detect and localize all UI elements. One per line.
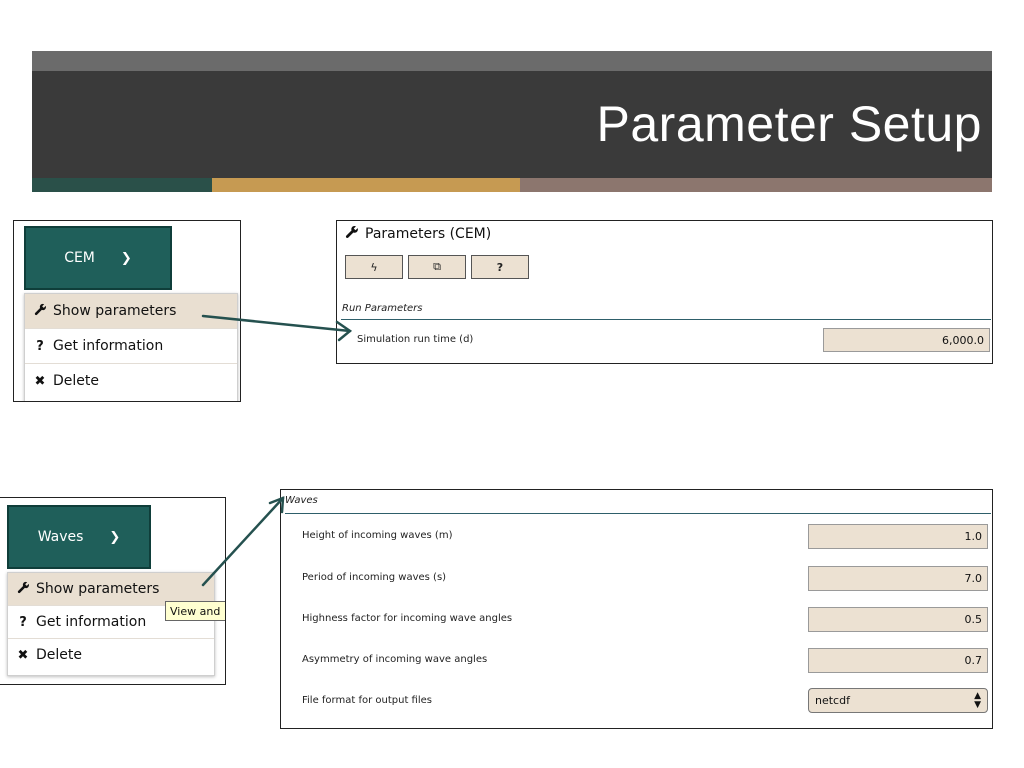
help-button[interactable]: ? [471, 255, 529, 279]
param-input-simulation-run-time[interactable]: 6,000.0 [823, 328, 990, 352]
arrowhead [335, 320, 353, 342]
section-label-waves: Waves [285, 495, 318, 506]
menu-item-get-information[interactable]: ? Get information [8, 606, 214, 639]
menu-item-get-information[interactable]: ? Get information [25, 329, 237, 364]
slide-title: Parameter Setup [596, 96, 982, 152]
open-external-button[interactable]: ⧉ [408, 255, 466, 279]
file-format-select[interactable]: netcdf ▲▼ [808, 688, 988, 713]
run-button[interactable]: ϟ [345, 255, 403, 279]
header-top-band [32, 51, 992, 71]
menu-item-delete[interactable]: ✖ Delete [8, 639, 214, 671]
external-link-icon: ⧉ [433, 260, 441, 273]
menu-item-label: Get information [53, 338, 164, 354]
wrench-icon [33, 303, 47, 320]
menu-item-label: Delete [53, 373, 99, 389]
param-input-highness-factor[interactable]: 0.5 [808, 607, 988, 632]
section-divider [341, 319, 991, 320]
panel-header: Parameters (CEM) [345, 225, 491, 243]
component-button-label: CEM [64, 250, 95, 266]
arrow-to-cem-panel [201, 314, 352, 333]
tooltip: View and [165, 601, 225, 621]
param-label-highness-factor: Highness factor for incoming wave angles [302, 613, 513, 624]
select-arrows-icon: ▲▼ [974, 690, 981, 710]
menu-item-label: Get information [36, 614, 147, 630]
accent-stripe-teal [32, 178, 212, 192]
cem-component-button[interactable]: CEM ❯ [24, 226, 172, 290]
waves-component-button[interactable]: Waves ❯ [7, 505, 151, 569]
wrench-icon [345, 225, 359, 243]
chevron-down-icon: ❯ [120, 250, 132, 266]
wrench-icon [16, 581, 30, 598]
param-input-asymmetry[interactable]: 0.7 [808, 648, 988, 673]
component-button-label: Waves [37, 529, 84, 545]
question-icon: ? [36, 338, 44, 354]
param-label-simulation-run-time: Simulation run time (d) [357, 334, 474, 345]
question-icon: ? [496, 260, 504, 274]
arrow-to-waves-panel [201, 496, 285, 587]
menu-item-show-parameters[interactable]: Show parameters [8, 573, 214, 606]
param-label-asymmetry: Asymmetry of incoming wave angles [302, 654, 488, 665]
param-label-wave-period: Period of incoming waves (s) [302, 572, 447, 583]
arrowhead [268, 496, 285, 514]
waves-dropdown-menu: Show parameters ? Get information ✖ Dele… [7, 572, 215, 676]
menu-item-label: Show parameters [36, 581, 160, 597]
accent-stripe-gold [212, 178, 520, 192]
panel-title: Parameters (CEM) [365, 226, 492, 242]
lightning-icon: ϟ [370, 260, 378, 274]
cem-dropdown-menu: Show parameters ? Get information ✖ Dele… [24, 293, 238, 401]
param-input-wave-period[interactable]: 7.0 [808, 566, 988, 591]
menu-item-label: Delete [36, 647, 82, 663]
close-icon: ✖ [34, 373, 46, 389]
menu-item-delete[interactable]: ✖ Delete [25, 364, 237, 398]
close-icon: ✖ [17, 647, 29, 663]
menu-item-show-parameters[interactable]: Show parameters [25, 294, 237, 329]
cem-parameters-panel: Parameters (CEM) ϟ ⧉ ? Run Parameters Si… [336, 220, 993, 364]
param-label-file-format: File format for output files [302, 695, 432, 706]
section-label-run-parameters: Run Parameters [342, 303, 423, 314]
question-icon: ? [19, 614, 27, 630]
waves-parameters-panel: Waves Height of incoming waves (m) 1.0 P… [280, 489, 993, 729]
waves-menu-screenshot: Waves ❯ Show parameters ? Get informatio… [0, 497, 226, 685]
section-divider [285, 513, 991, 514]
select-value: netcdf [815, 694, 850, 707]
cem-menu-screenshot: CEM ❯ Show parameters ? Get information … [13, 220, 241, 402]
param-label-wave-height: Height of incoming waves (m) [302, 530, 453, 541]
header-band [32, 71, 992, 178]
chevron-down-icon: ❯ [109, 529, 121, 545]
accent-stripe-mauve [520, 178, 992, 192]
menu-item-label: Show parameters [53, 303, 177, 319]
param-input-wave-height[interactable]: 1.0 [808, 524, 988, 549]
